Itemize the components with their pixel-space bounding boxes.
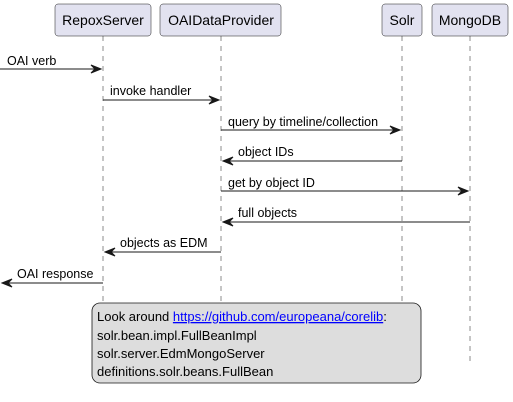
arrowhead-left — [0, 278, 13, 288]
arrowhead-right — [208, 95, 221, 105]
participant-solr: Solr — [381, 3, 423, 37]
message-get-by-object-id: get by object ID — [221, 176, 470, 196]
message-label: query by timeline/collection — [228, 115, 378, 129]
participant-label: MongoDB — [439, 12, 501, 28]
message-label: invoke handler — [110, 84, 191, 98]
arrowhead-right — [457, 186, 470, 196]
message-invoke-handler: invoke handler — [103, 84, 221, 105]
arrowhead-left — [221, 156, 234, 166]
participant-label: Solr — [390, 12, 415, 28]
note-line-1: solr.bean.impl.FullBeanImpl — [97, 328, 257, 343]
note-line-3: definitions.solr.beans.FullBean — [97, 364, 273, 379]
corelib-link[interactable]: https://github.com/europeana/corelib — [173, 309, 383, 324]
message-full-objects: full objects — [221, 206, 470, 227]
message-object-ids: object IDs — [221, 145, 402, 166]
participant-repoxserver: RepoxServer — [54, 3, 152, 37]
arrowhead-right — [90, 64, 103, 74]
note-box — [91, 302, 422, 384]
note-prefix: Look around — [97, 309, 173, 324]
participant-oaidataprovider: OAIDataProvider — [159, 3, 282, 37]
message-oai-response: OAI response — [0, 267, 103, 288]
arrowhead-left — [103, 247, 116, 257]
note-line-2: solr.server.EdmMongoServer — [97, 346, 265, 361]
message-label: full objects — [238, 206, 297, 220]
message-objects-as-edm: objects as EDM — [103, 236, 221, 257]
message-query-by-timeline: query by timeline/collection — [221, 115, 402, 135]
message-oai-verb: OAI verb — [0, 54, 103, 74]
arrowhead-right — [389, 125, 402, 135]
note-line-0: Look around https://github.com/europeana… — [97, 309, 387, 324]
arrowhead-left — [221, 217, 234, 227]
participant-label: RepoxServer — [62, 12, 144, 28]
participant-label: OAIDataProvider — [168, 12, 274, 28]
message-label: objects as EDM — [120, 236, 208, 250]
message-label: object IDs — [238, 145, 294, 159]
participant-mongodb: MongoDB — [431, 3, 509, 37]
message-label: OAI verb — [7, 54, 56, 68]
message-label: get by object ID — [228, 176, 315, 190]
lifelines — [102, 36, 471, 366]
note-suffix: : — [383, 309, 387, 324]
message-label: OAI response — [17, 267, 93, 281]
note: Look around https://github.com/europeana… — [91, 302, 422, 384]
